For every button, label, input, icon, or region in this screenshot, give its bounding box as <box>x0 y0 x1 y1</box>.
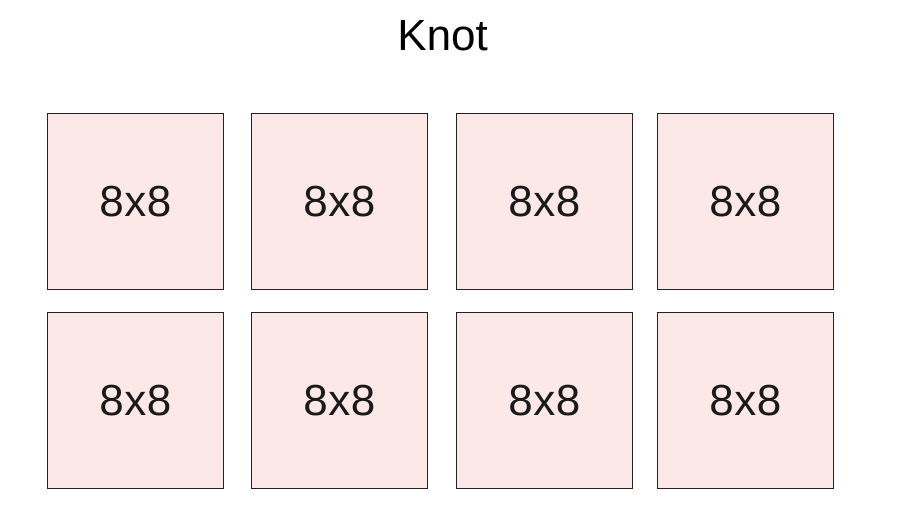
block-row1-col3: 8x8 <box>456 113 633 290</box>
block-row2-col2: 8x8 <box>251 312 428 489</box>
block-row2-col3: 8x8 <box>456 312 633 489</box>
block-grid: 8x8 8x8 8x8 8x8 8x8 8x8 8x8 8x8 <box>47 113 837 492</box>
block-row2-col1: 8x8 <box>47 312 224 489</box>
block-row2-col4: 8x8 <box>657 312 834 489</box>
block-row1-col1: 8x8 <box>47 113 224 290</box>
block-row1-col2: 8x8 <box>251 113 428 290</box>
block-row1-col4: 8x8 <box>657 113 834 290</box>
diagram-title: Knot <box>397 11 488 60</box>
